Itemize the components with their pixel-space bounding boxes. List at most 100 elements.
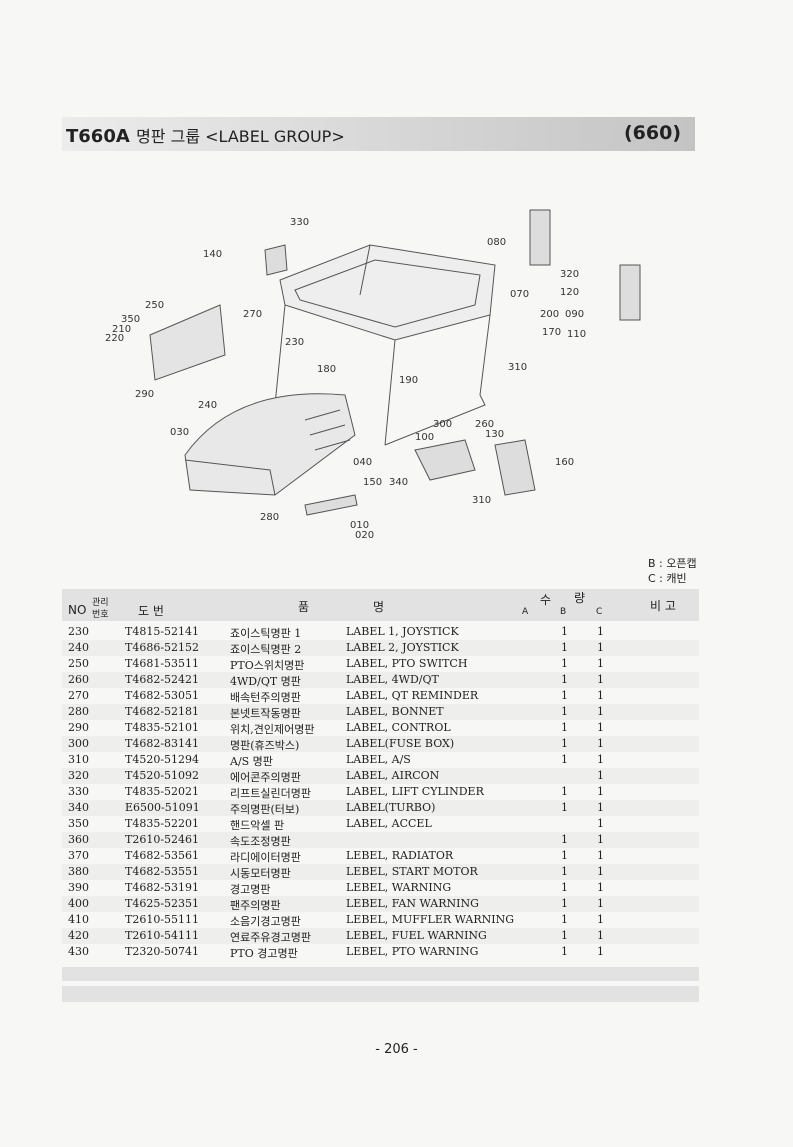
part-number: T4835-52021 bbox=[125, 785, 200, 798]
qty-c: 1 bbox=[597, 897, 604, 910]
korean-name: PTO스위치명판 bbox=[230, 659, 305, 672]
ref-number: 350 bbox=[68, 817, 89, 830]
callout: 220 bbox=[105, 333, 124, 344]
header-mgmt-bottom: 번호 bbox=[92, 610, 109, 620]
part-number: T4682-53561 bbox=[125, 849, 200, 862]
english-name: LABEL, PTO SWITCH bbox=[346, 657, 468, 670]
callout: 210 bbox=[112, 324, 131, 335]
callout: 100 bbox=[415, 432, 434, 443]
callout: 340 bbox=[389, 477, 408, 488]
english-name: LABEL, CONTROL bbox=[346, 721, 451, 734]
callout: 200 bbox=[540, 309, 559, 320]
qty-b: 1 bbox=[561, 705, 568, 718]
callout: 080 bbox=[487, 237, 506, 248]
callout: 330 bbox=[290, 217, 309, 228]
qty-b: 1 bbox=[561, 689, 568, 702]
ref-number: 270 bbox=[68, 689, 89, 702]
header-qty-a: A bbox=[522, 607, 529, 617]
model-code: T660A bbox=[66, 126, 130, 147]
callout: 150 bbox=[363, 477, 382, 488]
header-qty-b: B bbox=[560, 607, 567, 617]
callout: 030 bbox=[170, 427, 189, 438]
part-number: T4682-52421 bbox=[125, 673, 200, 686]
korean-name: 연료주유경고명판 bbox=[230, 931, 311, 944]
korean-name: 배속턴주의명판 bbox=[230, 691, 301, 704]
part-number: T4835-52101 bbox=[125, 721, 200, 734]
callout: 280 bbox=[260, 512, 279, 523]
ref-number: 310 bbox=[68, 753, 89, 766]
qty-c: 1 bbox=[597, 689, 604, 702]
qty-b: 1 bbox=[561, 737, 568, 750]
qty-c: 1 bbox=[597, 785, 604, 798]
korean-name: 명판(휴즈박스) bbox=[230, 739, 300, 752]
title-bar: T660A 명판 그룹 <LABEL GROUP> (660) bbox=[62, 117, 695, 151]
callout: 140 bbox=[203, 249, 222, 260]
callout: 020 bbox=[355, 530, 374, 541]
english-name: LEBEL, PTO WARNING bbox=[346, 945, 479, 958]
callout: 300 bbox=[433, 419, 452, 430]
korean-name: A/S 명판 bbox=[230, 755, 273, 768]
qty-c: 1 bbox=[597, 737, 604, 750]
tractor-cabin-illustration bbox=[149, 209, 641, 516]
korean-name: 핸드악셀 판 bbox=[230, 819, 285, 832]
english-name: LEBEL, FAN WARNING bbox=[346, 897, 479, 910]
korean-name: 시동모터명판 bbox=[230, 867, 291, 880]
ref-number: 330 bbox=[68, 785, 89, 798]
callout: 230 bbox=[285, 337, 304, 348]
table-header: NO 관리 번호 도 번 품 명 수 량 A B C 비 고 bbox=[62, 589, 699, 621]
ref-number: 260 bbox=[68, 673, 89, 686]
korean-name: 본넷트작동명판 bbox=[230, 707, 301, 720]
part-number: T4681-53511 bbox=[125, 657, 200, 670]
part-number: T4625-52351 bbox=[125, 897, 200, 910]
english-name: LEBEL, FUEL WARNING bbox=[346, 929, 487, 942]
korean-name: 죠이스틱명판 2 bbox=[230, 643, 302, 656]
qty-b: 1 bbox=[561, 673, 568, 686]
qty-b: 1 bbox=[561, 865, 568, 878]
ref-number: 340 bbox=[68, 801, 89, 814]
qty-c: 1 bbox=[597, 849, 604, 862]
english-name: LABEL, LIFT CYLINDER bbox=[346, 785, 484, 798]
korean-name: 경고명판 bbox=[230, 883, 271, 896]
ref-number: 420 bbox=[68, 929, 89, 942]
korean-name: 소음기경고명판 bbox=[230, 915, 301, 928]
callout: 120 bbox=[560, 287, 579, 298]
korean-name: 4WD/QT 명판 bbox=[230, 675, 301, 688]
callout: 240 bbox=[198, 400, 217, 411]
header-no: NO bbox=[68, 603, 87, 617]
korean-name: 위치,견인제어명판 bbox=[230, 723, 315, 736]
part-number: T4815-52141 bbox=[125, 625, 200, 638]
part-number: T4520-51092 bbox=[125, 769, 200, 782]
qty-c: 1 bbox=[597, 657, 604, 670]
qty-c: 1 bbox=[597, 769, 604, 782]
callout: 320 bbox=[560, 269, 579, 280]
english-name: LABEL(TURBO) bbox=[346, 801, 436, 814]
korean-name: 에어콘주의명판 bbox=[230, 771, 301, 784]
qty-b: 1 bbox=[561, 657, 568, 670]
callout: 040 bbox=[353, 457, 372, 468]
korean-name: 죠이스틱명판 1 bbox=[230, 627, 302, 640]
callout: 070 bbox=[510, 289, 529, 300]
table-footer-band bbox=[62, 967, 699, 981]
english-name: LEBEL, START MOTOR bbox=[346, 865, 478, 878]
part-number: T4682-53551 bbox=[125, 865, 200, 878]
ref-number: 390 bbox=[68, 881, 89, 894]
part-number: T4682-53191 bbox=[125, 881, 200, 894]
qty-c: 1 bbox=[597, 801, 604, 814]
ref-number: 430 bbox=[68, 945, 89, 958]
qty-b: 1 bbox=[561, 721, 568, 734]
english-name: LABEL, BONNET bbox=[346, 705, 444, 718]
qty-c: 1 bbox=[597, 929, 604, 942]
header-name-left: 품 bbox=[298, 600, 310, 614]
exploded-parts-diagram: 330 140 080 320 120 070 200 090 170 110 … bbox=[105, 209, 641, 541]
